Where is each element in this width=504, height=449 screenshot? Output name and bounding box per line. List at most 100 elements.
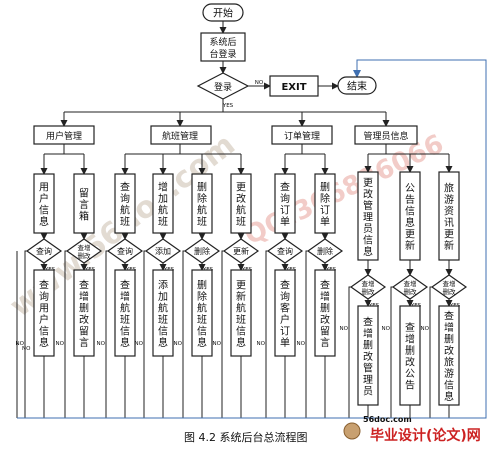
result-box-6 (230, 269, 252, 357)
decision-5 (183, 238, 221, 264)
no-label-8: NO (297, 341, 306, 347)
no-branch-4 (143, 250, 146, 418)
function-label-10: 公告信息更新 (405, 184, 415, 253)
no-label-5: NO (174, 341, 183, 347)
exit-box (269, 75, 319, 97)
function-box-4 (152, 173, 174, 234)
function-label-1: 用户信息 (39, 183, 49, 229)
result-box-9 (357, 305, 379, 406)
result-label-3: 查增航班信息 (120, 279, 130, 350)
decision-9 (349, 274, 387, 300)
result-box-10 (399, 305, 421, 406)
no-label-11: NO (421, 326, 430, 332)
result-label-9: 查增删改管理员 (363, 315, 373, 397)
decision-label-3: 查询 (117, 246, 133, 256)
exit-label: EXIT (281, 82, 306, 93)
no-branch-8 (305, 250, 308, 418)
no-label-9: NO (340, 326, 349, 332)
decision-label-2-b: 删改 (78, 251, 92, 260)
start-terminal (202, 3, 244, 22)
function-box-3 (114, 173, 136, 234)
no-label-3: NO (97, 341, 106, 347)
brand-logo: 56doc.com 毕业设计(论文)网 (343, 415, 481, 444)
login-process-box (200, 32, 246, 62)
brand-url: 56doc.com (363, 415, 412, 424)
login-box-line-1: 系统后 (209, 36, 236, 48)
decision-label-11-b: 删改 (443, 287, 457, 296)
decision-label-8: 删除 (317, 246, 333, 256)
decision-4 (144, 238, 182, 264)
decision-6 (222, 238, 260, 264)
no-branch-6 (221, 250, 224, 418)
decision-label-7: 查询 (277, 246, 293, 256)
function-box-1 (33, 173, 55, 234)
no-branch-11 (429, 286, 432, 418)
brand-icon (343, 422, 361, 440)
decision-2 (65, 238, 103, 264)
result-box-7 (274, 269, 296, 357)
result-label-5: 删除航班信息 (197, 280, 207, 350)
decision-label-9-b: 删改 (362, 287, 376, 296)
no-label-left: NO (22, 346, 31, 352)
function-box-5 (191, 173, 213, 234)
module-box-2 (150, 125, 212, 145)
result-label-8: 查增删改留言 (320, 279, 330, 350)
no-label-4: NO (135, 341, 144, 347)
no-branch-7 (265, 250, 268, 418)
login-box-line-2: 台登录 (209, 48, 236, 60)
decision-label-9-a: 查增 (362, 279, 375, 288)
decision-label-1: 查询 (36, 246, 52, 256)
function-box-11 (438, 171, 460, 261)
decision-8 (306, 238, 344, 264)
function-box-9 (357, 171, 379, 261)
end-label: 结束 (347, 80, 367, 93)
module-label-3: 订单管理 (284, 130, 320, 142)
function-label-2: 留言箱 (79, 186, 89, 222)
decision-3 (106, 238, 144, 264)
decision-label-10-a: 查增 (404, 279, 417, 288)
decision-label-10-b: 删改 (404, 287, 418, 296)
login-decision (196, 72, 250, 100)
module-box-4 (354, 125, 418, 145)
decision-label-2-a: 查增 (78, 243, 91, 252)
no-label-7: NO (257, 341, 266, 347)
login-no-label: NO (255, 80, 264, 86)
figure-caption: 图 4.2 系统后台总流程图 (184, 430, 308, 444)
module-box-1 (33, 125, 95, 145)
result-label-11: 查增删改旅游信息 (444, 310, 454, 404)
no-label-6: NO (213, 341, 222, 347)
flow-connectors (16, 21, 487, 419)
function-label-3: 查询航班 (120, 181, 130, 229)
no-label-2: NO (56, 341, 65, 347)
result-label-1: 查询用户信息 (39, 279, 49, 350)
no-branch-3 (105, 250, 108, 418)
result-label-6: 更新航班信息 (236, 280, 246, 350)
decision-label-6: 更新 (233, 246, 249, 256)
result-box-8 (314, 269, 336, 357)
result-box-11 (438, 305, 460, 406)
function-box-8 (314, 173, 336, 234)
decision-label-5: 删除 (194, 246, 210, 256)
decision-11 (430, 274, 468, 300)
result-label-2: 查增删改留言 (79, 279, 89, 350)
function-label-11: 旅游资讯更新 (444, 182, 454, 253)
result-label-7: 查询客户订单 (280, 279, 290, 350)
no-branch-5 (182, 250, 185, 418)
no-branch-1 (24, 250, 27, 418)
module-label-2: 航班管理 (162, 130, 198, 142)
function-label-9: 更改管理员信息 (363, 177, 373, 258)
result-box-2 (73, 269, 95, 357)
function-label-7: 查询订单 (280, 181, 290, 229)
result-label-4: 添加航班信息 (158, 279, 168, 350)
decision-label-11-a: 查增 (443, 279, 456, 288)
no-branch-9 (348, 286, 351, 418)
result-box-5 (191, 269, 213, 357)
function-box-7 (274, 173, 296, 234)
decision-10 (391, 274, 429, 300)
result-box-4 (152, 269, 174, 357)
function-label-4: 增加航班 (158, 181, 168, 229)
function-box-10 (399, 171, 421, 261)
function-label-5: 删除航班 (197, 182, 207, 229)
